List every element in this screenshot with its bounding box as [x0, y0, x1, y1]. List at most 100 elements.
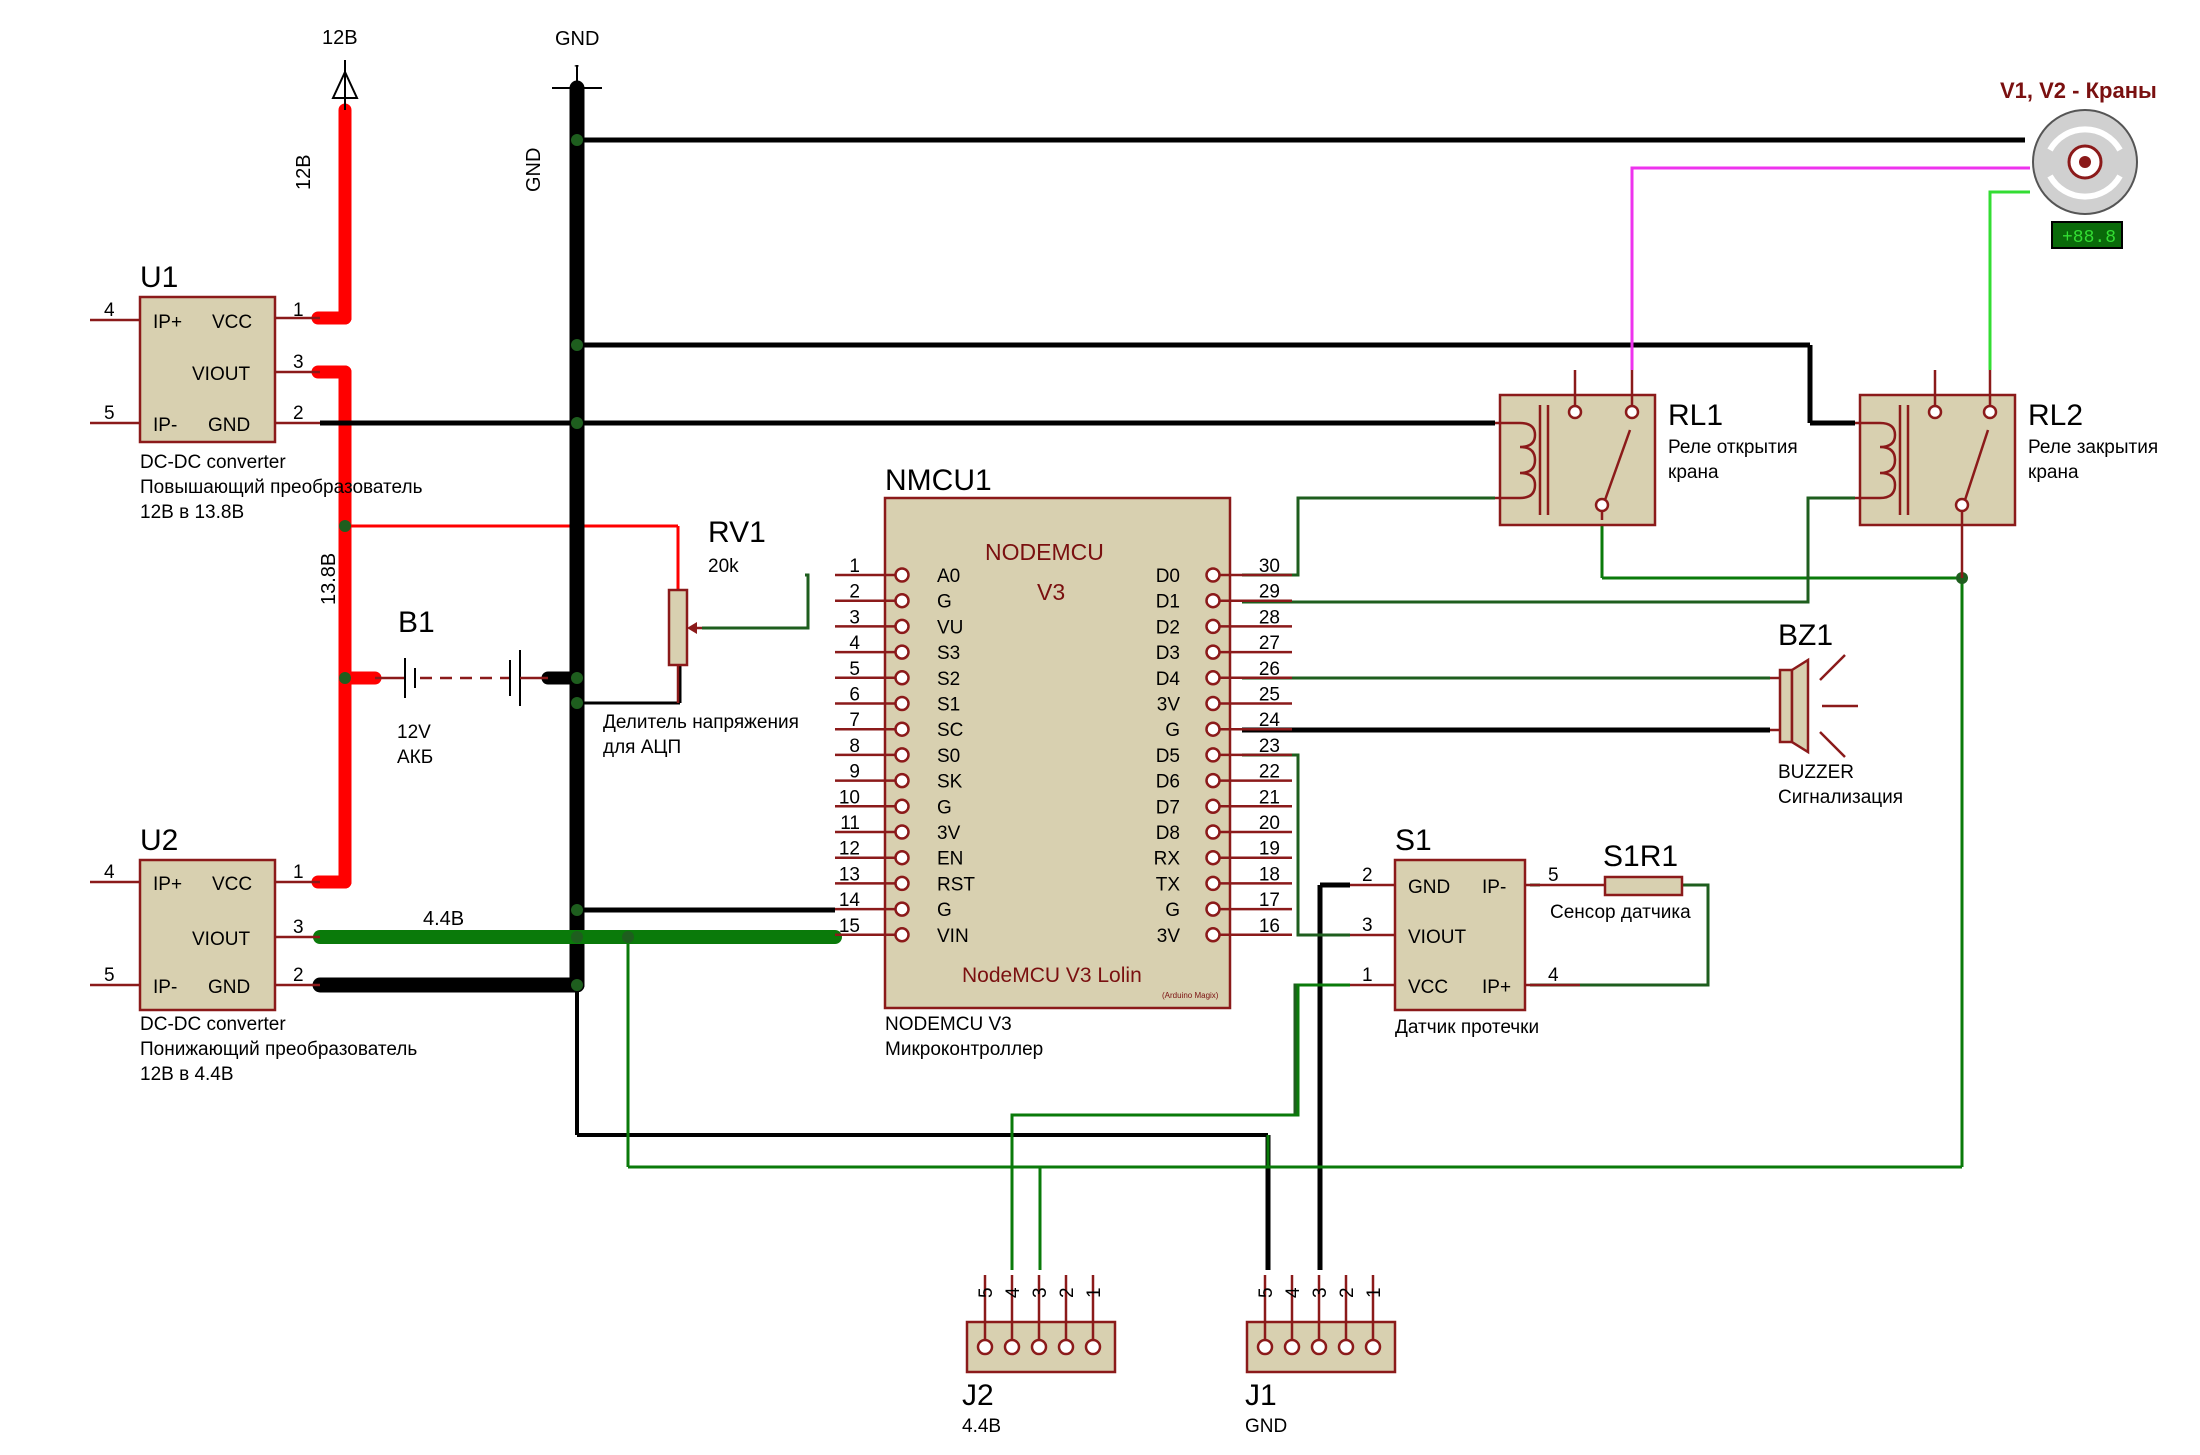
nmcu1-pin-num: 20: [1259, 813, 1280, 834]
j1-pin-pad: [1283, 1338, 1301, 1356]
nmcu1-pin-name: 3V: [1157, 926, 1181, 947]
nmcu1-pin-num: 21: [1259, 787, 1280, 808]
nmcu1-pin-pad: [894, 927, 910, 943]
nmcu1-pin-pad: [894, 849, 910, 866]
nmcu1-pin-num: 29: [1259, 582, 1280, 603]
nmcu1-pin-name: G: [1165, 720, 1180, 741]
j1-pin-pad: [1256, 1338, 1274, 1356]
u1-desc: DC-DC converter: [140, 452, 286, 473]
u1-pin-num: 1: [293, 300, 304, 321]
nmcu1-pin-pad: [1205, 849, 1221, 866]
u1-pin-name: VIOUT: [192, 364, 250, 385]
nmcu1-pin-pad: [1205, 875, 1221, 892]
nmcu1-pin-num: 28: [1259, 607, 1280, 628]
nmcu1-pin-pad: [1205, 695, 1221, 712]
u2-pin-name: VCC: [212, 874, 252, 895]
rv1-desc: для АЦП: [603, 737, 681, 758]
u2-desc: DC-DC converter: [140, 1014, 286, 1035]
nmcu1-pin-pad: [1205, 747, 1221, 763]
nmcu1-pin-pad: [1205, 901, 1221, 917]
nmcu1-pin-name: S2: [937, 669, 960, 690]
j1-pin-num: 5: [1256, 1287, 1277, 1298]
nmcu1-pin-num: 8: [849, 736, 860, 757]
nmcu1-pin-pad: [894, 901, 910, 917]
nmcu1-pin-pad: [894, 567, 910, 583]
bz1-buzzer[interactable]: BZ1 BUZZER Сигнализация: [1770, 619, 1903, 808]
bz1-desc: Сигнализация: [1778, 787, 1903, 808]
b1-desc: АКБ: [397, 747, 433, 768]
rl2-relay[interactable]: RL2 Реле закрытия крана: [1855, 370, 2158, 578]
rv1-value: 20k: [708, 556, 739, 577]
rv1-potentiometer[interactable]: RV1 20k Делитель напряжения для АЦП: [603, 516, 799, 758]
power-12v-label: 12В: [322, 27, 358, 49]
nmcu1-pin-pad: [1205, 824, 1221, 840]
s1r1-resistor[interactable]: S1R1 Сенсор датчика: [1550, 840, 1691, 923]
nmcu1-pin-name: D5: [1156, 746, 1180, 767]
j2-pin-pad: [976, 1338, 994, 1356]
u2-pin-name: GND: [208, 977, 250, 998]
valve-motor[interactable]: +88.8 V1, V2 - Краны: [2000, 78, 2157, 249]
j1-pin-pad: [1364, 1338, 1382, 1356]
net-label-13v8: 13.8В: [318, 553, 340, 605]
nmcu1-pin-num: 4: [849, 633, 860, 654]
nmcu1-pin-pad: [894, 721, 910, 737]
rv1-desc: Делитель напряжения: [603, 712, 799, 733]
nmcu1-pin-num: 14: [839, 890, 861, 911]
j2-ref: J2: [962, 1379, 994, 1412]
nmcu1-pin-name: EN: [937, 849, 963, 870]
nmcu1-pin-pad: [894, 772, 910, 789]
rl2-ref: RL2: [2028, 399, 2083, 432]
nmcu1-pin-num: 15: [839, 916, 860, 937]
power-gnd-label: GND: [555, 28, 599, 50]
u1-pin-num: 4: [104, 300, 115, 321]
nmcu1-pin-name: 3V: [937, 823, 961, 844]
nmcu1-pin-pad: [1205, 721, 1221, 737]
u2-converter[interactable]: U2 4 IP+ 5 IP- 1 VCC 3 VIOUT 2 GND DC-DC…: [90, 824, 417, 1085]
j1-pin-num: 1: [1364, 1287, 1385, 1298]
rl1-relay[interactable]: RL1 Реле открытия крана: [1495, 370, 1798, 527]
valve-title: V1, V2 - Краны: [2000, 78, 2157, 103]
u1-pin-name: VCC: [212, 312, 252, 333]
nmcu1-pin-name: D0: [1156, 566, 1180, 587]
nmcu1-board[interactable]: NMCU1 NODEMCU V3 NodeMCU V3 Lolin (Ardui…: [835, 464, 1292, 1060]
u1-desc: 12В в 13.8В: [140, 502, 244, 523]
nmcu1-pin-num: 18: [1259, 864, 1280, 885]
nmcu1-pin-pad: [894, 592, 910, 609]
s1-desc: Датчик протечки: [1395, 1017, 1539, 1038]
nmcu1-title2: V3: [1037, 579, 1065, 605]
nmcu1-desc: NODEMCU V3: [885, 1014, 1012, 1035]
nmcu1-pin-pad: [894, 695, 910, 712]
nmcu1-pin-num: 27: [1259, 633, 1280, 654]
nmcu1-pin-name: S3: [937, 643, 960, 664]
nmcu1-pin-name: D6: [1156, 772, 1180, 793]
u2-pin-name: IP+: [153, 874, 182, 895]
nmcu1-title: NODEMCU: [985, 539, 1104, 565]
nmcu1-footer-small: (Arduino Magix): [1162, 991, 1219, 1000]
s1-pin-num: 3: [1362, 915, 1373, 936]
u1-converter[interactable]: U1 4 IP+ 5 IP- 1 VCC 3 VIOUT 2 GND DC-DC…: [90, 261, 423, 523]
b1-battery[interactable]: B1 12V АКБ: [375, 606, 548, 768]
s1r1-ref: S1R1: [1603, 840, 1678, 873]
power-12v-symbol: 12В 12В: [293, 27, 359, 190]
nmcu1-pin-name: D8: [1156, 823, 1180, 844]
j2-pin-pad: [1084, 1338, 1102, 1356]
nmcu1-pin-name: 3V: [1157, 695, 1181, 716]
nmcu1-pin-num: 13: [839, 864, 860, 885]
nmcu1-pin-pad: [894, 798, 910, 815]
j2-pin-num: 2: [1057, 1287, 1078, 1298]
u1-pin-name: IP-: [153, 415, 177, 436]
nmcu1-pin-name: D3: [1156, 643, 1180, 664]
u1-pin-num: 2: [293, 403, 304, 424]
u2-pin-name: IP-: [153, 977, 177, 998]
s1-pin-name: IP+: [1482, 977, 1511, 998]
nmcu1-pin-name: RST: [937, 874, 975, 895]
nmcu1-pin-num: 5: [849, 659, 860, 680]
u2-pin-name: VIOUT: [192, 929, 250, 950]
nmcu1-footer: NodeMCU V3 Lolin: [962, 964, 1142, 987]
rl2-desc: крана: [2028, 462, 2079, 483]
s1-leak-sensor[interactable]: S1 2 GND 3 VIOUT 1 VCC 5 IP- 4 IP+ Датчи…: [1350, 824, 1580, 1038]
nmcu1-pin-name: SK: [937, 772, 963, 793]
wire-valve: [1630, 166, 2030, 370]
